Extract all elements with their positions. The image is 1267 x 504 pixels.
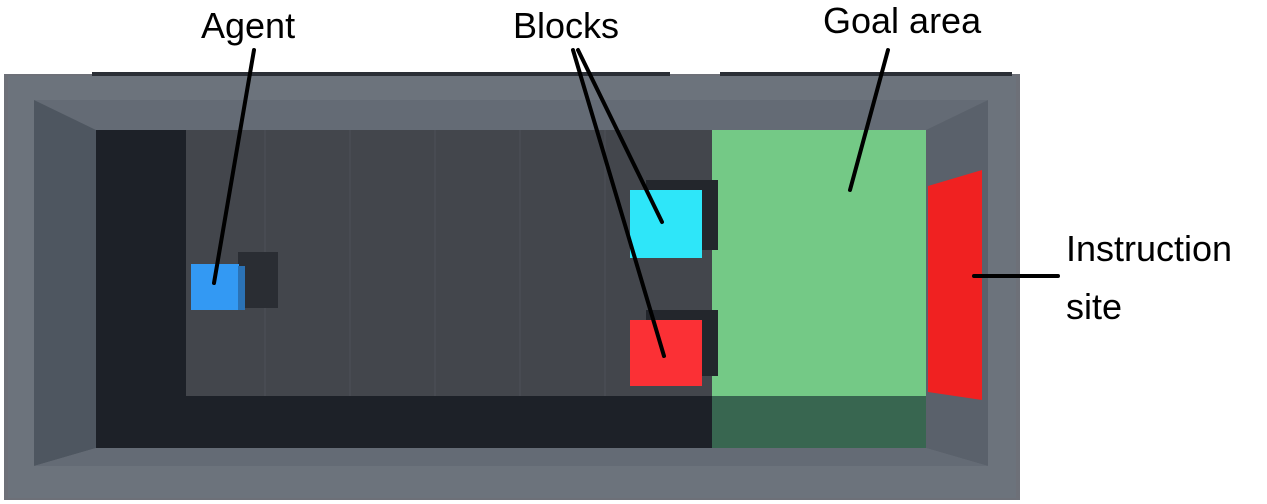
goal-area	[712, 130, 926, 396]
left-wall-inner	[34, 100, 96, 466]
goal-area-shadow	[712, 396, 926, 448]
top-wall-strip-left	[92, 72, 670, 76]
goal-area-label: Goal area	[823, 0, 982, 41]
instruction-site-label: Instruction site	[1066, 220, 1232, 336]
annotation-lines	[212, 48, 1060, 358]
blocks-label: Blocks	[513, 5, 620, 46]
top-wall-strip-right	[720, 72, 1012, 76]
instruction-site	[928, 170, 982, 400]
agent-pointer	[212, 48, 256, 285]
cyan-block	[630, 190, 702, 258]
top-wall-inner	[34, 100, 988, 130]
agent-cube-edge	[238, 266, 245, 310]
bottom-wall-inner	[34, 448, 988, 466]
blocks-pointer-red	[571, 48, 666, 358]
agent-label: Agent	[201, 5, 296, 46]
instruction-site-label-line1: Instruction	[1066, 228, 1233, 269]
floor-grid	[264, 130, 606, 396]
instruction-site-label-line2: site	[1066, 286, 1123, 327]
goal-area-pointer	[848, 48, 890, 192]
red-block	[630, 320, 702, 386]
blocks-pointer-cyan	[576, 48, 664, 224]
